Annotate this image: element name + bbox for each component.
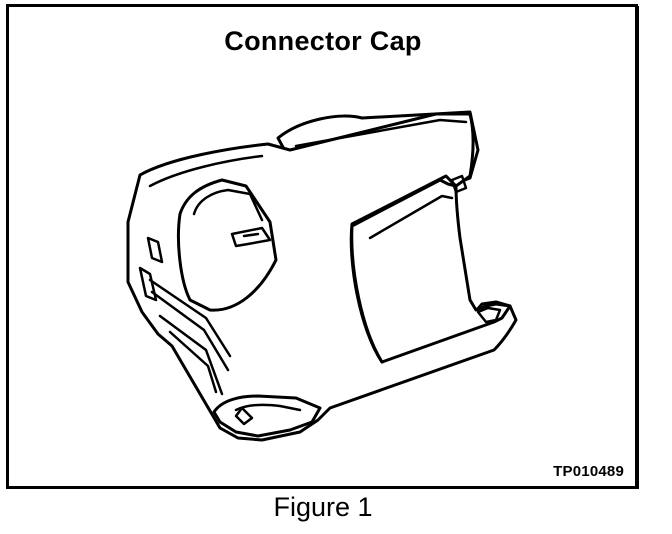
- inner-latch: [230, 226, 272, 248]
- right-tab-upper: [450, 174, 468, 194]
- bottom-rim-inner: [234, 403, 302, 412]
- hinge-line-1: [148, 278, 232, 358]
- side-slot-lower: [138, 266, 158, 302]
- front-rim-inner: [148, 154, 264, 188]
- hinge-line-4: [168, 330, 218, 394]
- hinge-line-3: [158, 314, 224, 396]
- cap-left-opening: [177, 178, 278, 312]
- side-slot-upper: [146, 236, 164, 264]
- bottom-rim-notch: [234, 406, 254, 426]
- figure-caption: Figure 1: [273, 492, 373, 522]
- top-rim-inner: [294, 118, 468, 148]
- inner-latch-tab: [242, 232, 260, 238]
- part-number-label: TP010489: [553, 463, 624, 480]
- window-inner-rim: [368, 194, 454, 240]
- inner-rim-left: [192, 188, 264, 222]
- hinge-line-2: [150, 290, 230, 372]
- cap-bottom-rim: [212, 394, 322, 438]
- frame-shadow-right: [635, 6, 639, 489]
- figure-title: Connector Cap: [224, 26, 422, 56]
- frame-shadow-bottom: [8, 486, 639, 489]
- right-tab-lower: [476, 306, 502, 324]
